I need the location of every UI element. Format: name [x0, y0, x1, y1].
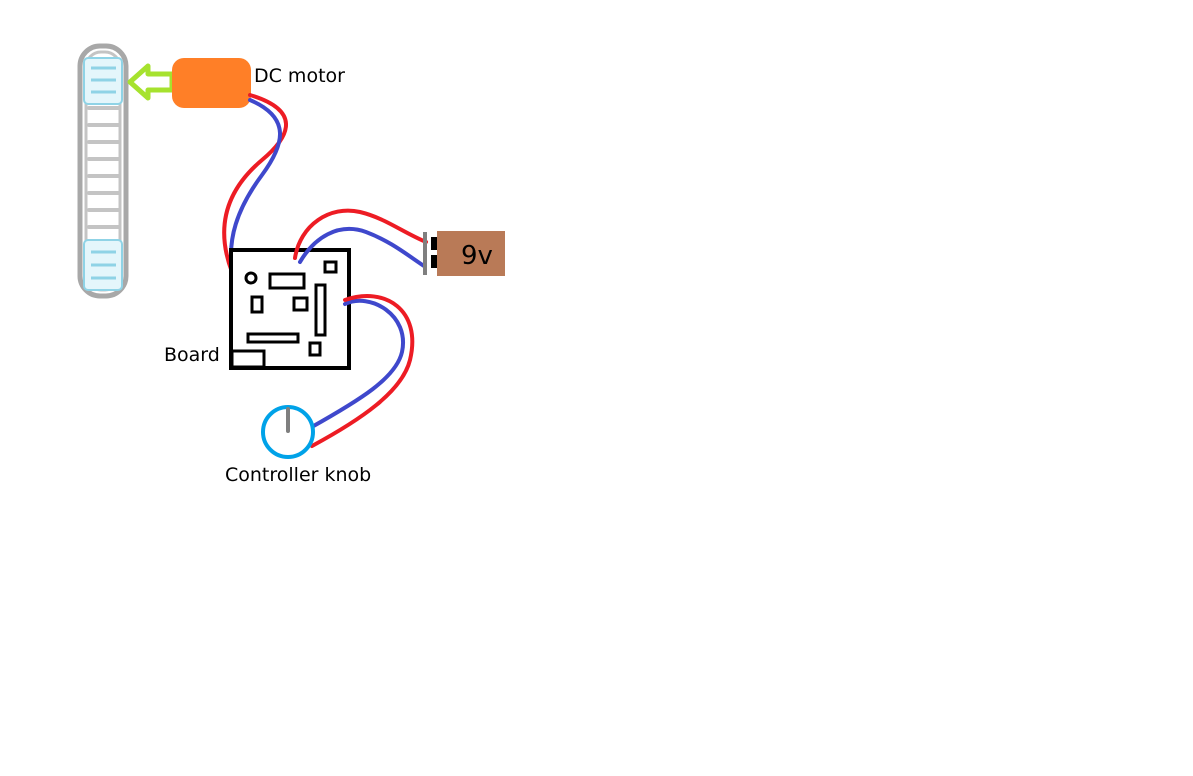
knob-label: Controller knob — [225, 464, 371, 486]
battery-wire-positive — [293, 208, 428, 260]
motor-wire-negative — [229, 98, 282, 270]
motor-label: DC motor — [254, 65, 345, 87]
circuit-board-icon — [229, 248, 351, 370]
board-label: Board — [164, 344, 220, 366]
battery-icon — [423, 231, 505, 276]
bottom-pulley-icon — [83, 239, 123, 291]
top-pulley-icon — [83, 57, 123, 105]
belt-teeth — [87, 106, 120, 229]
motor-wire-positive — [222, 93, 288, 274]
potentiometer-knob-icon — [261, 405, 315, 459]
knob-wire-positive — [310, 294, 415, 448]
dc-motor-icon — [172, 58, 251, 108]
battery-wire-negative — [298, 226, 426, 268]
belt-icon — [77, 43, 129, 299]
knob-wire-negative — [308, 298, 406, 430]
battery-label: 9v — [461, 241, 493, 271]
